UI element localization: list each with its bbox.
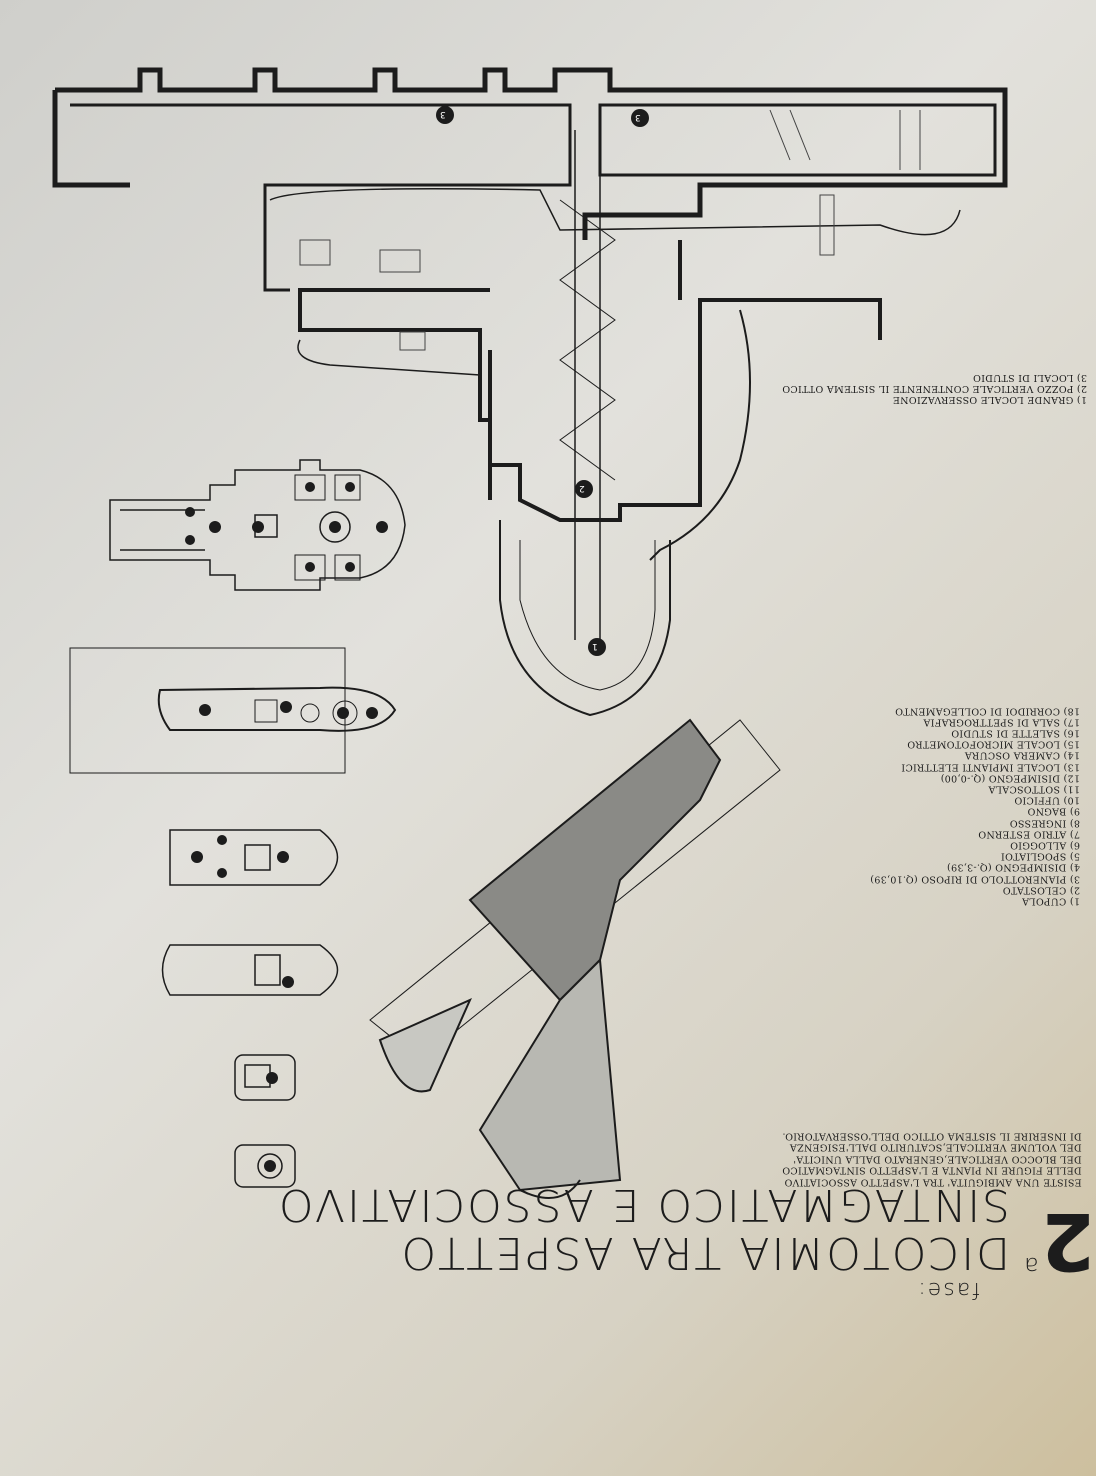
legend-item: 3) PIANEROTTOLO DI RIPOSO (q.10,39) bbox=[870, 873, 1080, 885]
legend-item: 10) UFFICIO bbox=[1014, 794, 1080, 806]
marker-3a: 3 bbox=[440, 109, 446, 119]
observatory-section-drawing bbox=[52, 67, 1008, 717]
title-block: 2a fase: DICOTOMIA TRA ASPETTO SINTAGMAT… bbox=[95, 1179, 1095, 1302]
legend-item: 2) CELOSTATO bbox=[1002, 884, 1080, 896]
marker-1: 1 bbox=[592, 641, 598, 651]
title-line-1: DICOTOMIA TRA ASPETTO bbox=[399, 1227, 1010, 1278]
legend-item: 17) SALA DI SPETTROGRAFIA bbox=[923, 716, 1080, 728]
legend-item: 6) ALLOGGIO bbox=[1009, 839, 1080, 851]
floor-plan-lower-levels bbox=[161, 829, 339, 1188]
legend-item: 14) CAMERA OSCURA bbox=[964, 750, 1080, 762]
legend-item: 1) GRANDE LOCALE OSSERVAZIONE bbox=[892, 394, 1087, 405]
legend-item: 5) SPOGLIATOI bbox=[1000, 850, 1080, 862]
phase-superscript: a bbox=[1022, 1252, 1039, 1280]
legend-item: 8) INGRESSO bbox=[1009, 817, 1080, 829]
legend-item: 12) DISIMPEGNO (q.-0,00) bbox=[940, 772, 1080, 784]
legend-item: 13) LOCALE IMPIANTI ELETTRICI bbox=[901, 761, 1080, 773]
floor-plan-ground-level bbox=[109, 459, 406, 591]
legend-item: 9) BAGNO bbox=[1027, 806, 1080, 818]
legend-item: 18) CORRIDOI DI COLLEGAMENTO bbox=[894, 705, 1080, 717]
description-line: DEL BLOCCO VERTICALE,GENERATO DALLA UNIC… bbox=[793, 1153, 1082, 1165]
legend-item: 15) LOCALE MICROFOTOMETRO bbox=[907, 738, 1080, 750]
marker-3b: 3 bbox=[635, 112, 641, 122]
legend-item: 1) CUPOLA bbox=[1021, 895, 1080, 907]
description-line: DI INSERIRE IL SISTEMA OTTICO DELL'OSSER… bbox=[782, 1130, 1082, 1142]
legend-item: 11) SOTTOSCALA bbox=[988, 783, 1080, 795]
plan-legend: 1) CUPOLA 2) CELOSTATO 3) PIANEROTTOLO D… bbox=[870, 705, 1080, 907]
legend-item: 3) LOCALI DI STUDIO bbox=[972, 372, 1087, 383]
axonometric-view bbox=[369, 718, 781, 1199]
section-legend: 1) GRANDE LOCALE OSSERVAZIONE 2) POZZO V… bbox=[782, 372, 1087, 405]
legend-item: 16) SALETTE DI STUDIO bbox=[951, 727, 1080, 739]
legend-item: 4) DISIMPEGNO (q.-3,39) bbox=[946, 862, 1080, 874]
legend-item: 2) POZZO VERTICALE CONTENENTE IL SISTEMA… bbox=[782, 383, 1087, 394]
phase-number: 2 bbox=[1038, 1195, 1095, 1285]
title-line-2: SINTAGMATICO E ASSOCIATIVO bbox=[276, 1179, 1010, 1230]
description-line: DEL VOLUME VERTICALE,SCATURITO DALL'ESIG… bbox=[789, 1142, 1082, 1153]
legend-item: 7) ATRIO ESTERNO bbox=[978, 828, 1080, 840]
phase-label: fase: bbox=[916, 1277, 980, 1302]
description-line: DELLE FIGURE IN PIANTA E L'ASPETTO SINTA… bbox=[782, 1165, 1082, 1176]
marker-2: 2 bbox=[579, 483, 585, 493]
